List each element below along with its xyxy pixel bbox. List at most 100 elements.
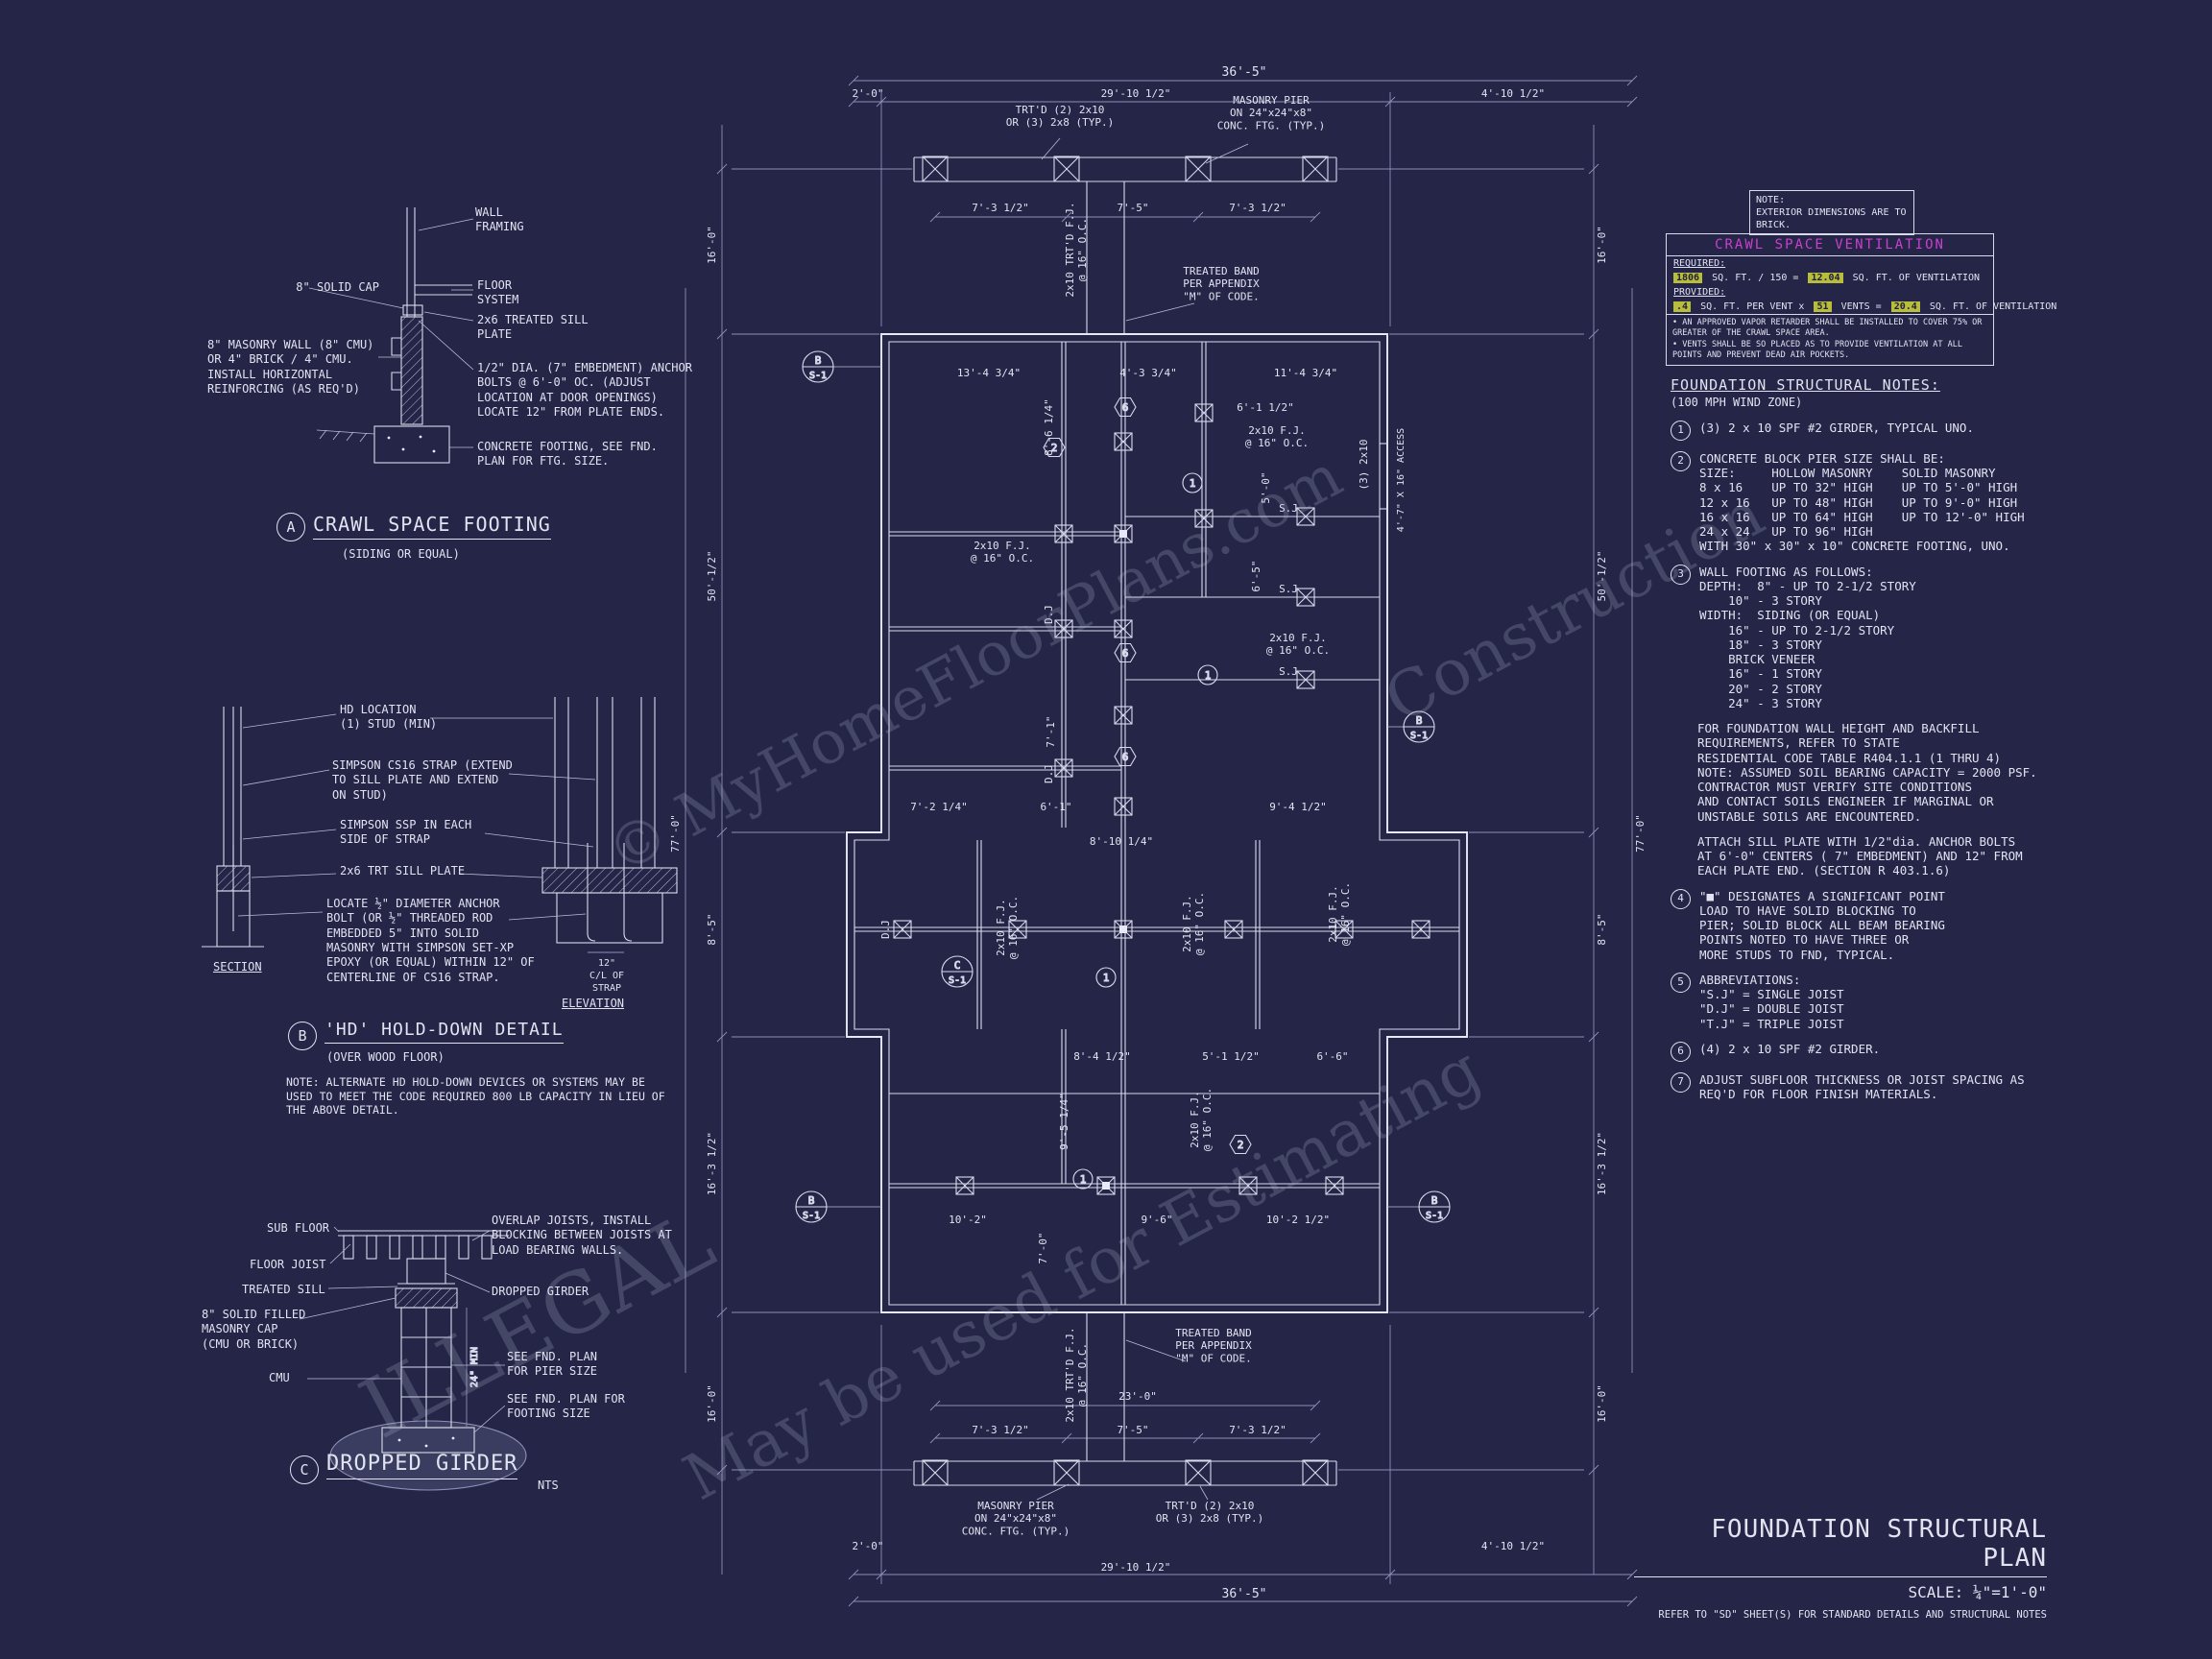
detail-c-sub-floor-label: SUB FLOOR (267, 1221, 330, 1235)
dim-label: 50'-1/2" (1596, 551, 1608, 602)
detail-b-tag: B (288, 1022, 317, 1050)
joist-label: 2x10 F.J.@ 16" O.C. (1266, 632, 1330, 657)
detail-b-ssp-label: SIMPSON SSP IN EACH SIDE OF STRAP (340, 818, 472, 847)
dim-label: 77'-0" (1634, 814, 1647, 853)
detail-a-masonry-wall-label: 8" MASONRY WALL (8" CMU) OR 4" BRICK / 4… (207, 338, 374, 397)
note-item: 3 WALL FOOTING AS FOLLOWS: DEPTH: 8" - U… (1671, 564, 2064, 711)
dim-label: 6'-5" (1250, 560, 1262, 591)
dim-label: 2'-0" (852, 1540, 883, 1552)
note-text: ABBREVIATIONS: "S.J" = SINGLE JOIST "D.J… (1699, 972, 1844, 1031)
circle-marker-label: 1 (1080, 1173, 1087, 1186)
dim-label: 16'-0" (706, 226, 718, 264)
dim-label: 10'-2" (949, 1214, 987, 1226)
note-text: ATTACH SILL PLATE WITH 1/2"dia. ANCHOR B… (1697, 833, 2023, 878)
note-item: 5 ABBREVIATIONS: "S.J" = SINGLE JOIST "D… (1671, 972, 2064, 1031)
plan-dimension-lines (685, 75, 1638, 1607)
dim-label: 36'-5" (1222, 65, 1267, 80)
detail-b-sill-label: 2x6 TRT SILL PLATE (340, 864, 466, 878)
dim-label: 13'-4 3/4" (957, 367, 1021, 379)
dim-label: 16'-0" (1596, 1384, 1608, 1423)
note-number: 7 (1671, 1071, 1691, 1093)
detail-a-solid-cap-label: 8" SOLID CAP (296, 280, 379, 294)
note-text: (3) 2 x 10 SPF #2 GIRDER, TYPICAL UNO. (1699, 420, 1974, 435)
dim-label: 9'-4 1/2" (1269, 801, 1327, 813)
circle-marker-label: 1 (1205, 669, 1212, 682)
note-text: (4) 2 x 10 SPF #2 GIRDER. (1699, 1041, 1881, 1056)
note-text: FOR FOUNDATION WALL HEIGHT AND BACKFILL … (1697, 721, 2037, 824)
girder-label: (3) 2x10 (1358, 440, 1370, 491)
dim-label: 5'-1 1/2" (1202, 1050, 1260, 1063)
detail-a-title: CRAWL SPACE FOOTING (313, 513, 551, 540)
required-formula: SQ. FT. / 150 = (1712, 273, 1799, 283)
dim-label: 6'-1" (1040, 801, 1071, 813)
detail-a-anchor-label: 1/2" DIA. (7" EMBEDMENT) ANCHOR BOLTS @ … (477, 361, 692, 420)
dim-label: 7'-2 1/4" (910, 801, 968, 813)
foundation-structural-notes: FOUNDATION STRUCTURAL NOTES: (100 MPH WI… (1671, 376, 2064, 1101)
joist-tag: S.J (1279, 583, 1298, 595)
note-number (1671, 834, 1689, 853)
dim-label: 7'-3 1/2" (972, 1424, 1029, 1436)
hex-marker-label: 6 (1122, 751, 1129, 763)
dim-label: 16'-3 1/2" (1596, 1132, 1608, 1195)
joist-label: 2x10 F.J.@ 16" O.C. (1327, 882, 1352, 946)
dim-label: 7'-5" (1117, 1424, 1148, 1436)
point-load-marker (1119, 530, 1127, 538)
dim-label: 23'-0" (1118, 1390, 1157, 1403)
access-label: 4'-7" X 16" ACCESS (1396, 428, 1407, 532)
interior-girders (854, 342, 1459, 1305)
leader-lines (827, 137, 1419, 1501)
dim-label: 7'-3 1/2" (972, 202, 1029, 214)
note-item: ATTACH SILL PLATE WITH 1/2"dia. ANCHOR B… (1671, 834, 2064, 878)
detail-b-anchor-label: LOCATE ½" DIAMETER ANCHOR BOLT (OR ½" TH… (326, 897, 535, 984)
detail-b-hd-location-label: HD LOCATION (1) STUD (MIN) (340, 703, 438, 732)
dim-label: 9'-6" (1141, 1214, 1172, 1226)
notes-title: FOUNDATION STRUCTURAL NOTES: (1671, 376, 1940, 394)
detail-a-tag: A (276, 513, 305, 541)
dim-label: 50'-1/2" (706, 551, 718, 602)
note-item: 6 (4) 2 x 10 SPF #2 GIRDER. (1671, 1041, 2064, 1062)
hex-marker-label: 6 (1122, 647, 1129, 660)
porch-bottom (913, 1312, 1337, 1486)
section-marker-label: B (1416, 714, 1423, 727)
hex-marker-label: 6 (1122, 401, 1129, 414)
sheet-scale: SCALE: ¼"=1'-0" (1908, 1583, 2048, 1601)
hex-marker-label: 2 (1238, 1139, 1244, 1151)
dim-label: 10'-2 1/2" (1266, 1214, 1330, 1226)
section-markers: B S-1 B S-1 B S-1 B S-1 C S-1 (795, 350, 1451, 1223)
provided-vent-count: 51 (1814, 301, 1832, 312)
circle-marker-label: 1 (1103, 972, 1110, 984)
dim-label: 8'-10 1/4" (1090, 835, 1153, 848)
ventilation-notes: AN APPROVED VAPOR RETARDER SHALL BE INST… (1667, 314, 1993, 365)
dim-label: 7'-1" (1045, 715, 1057, 747)
note-item: 4 "■" DESIGNATES A SIGNIFICANT POINT LOA… (1671, 888, 2064, 962)
joist-label: 2x10 TRT'D F.J.@ 16" O.C. (1064, 1327, 1089, 1422)
section-marker-sheet: S-1 (809, 371, 827, 381)
section-marker-sheet: S-1 (803, 1211, 820, 1221)
required-suffix: SQ. FT. OF VENTILATION (1852, 273, 1981, 283)
plan-labels: 36'-5" 2'-0" 29'-10 1/2" 4'-10 1/2" TRT'… (669, 65, 1647, 1601)
note-text: WALL FOOTING AS FOLLOWS: DEPTH: 8" - UP … (1699, 564, 1916, 710)
dim-label: 24" MIN (469, 1347, 480, 1387)
note-number: 4 (1671, 888, 1691, 909)
dim-label: 7'-3 1/2" (1229, 1424, 1286, 1436)
detail-c-pier-size-label: SEE FND. PLAN FOR PIER SIZE (507, 1350, 597, 1379)
detail-c-sketch: 24" MIN (299, 1226, 527, 1491)
section-marker-label: C (954, 959, 961, 972)
detail-a-wall-framing-label: WALL FRAMING (475, 205, 524, 234)
ventilation-note-2: VENTS SHALL BE SO PLACED AS TO PROVIDE V… (1672, 340, 1987, 362)
note-text: ADJUST SUBFLOOR THICKNESS OR JOIST SPACI… (1699, 1071, 2025, 1102)
dim-label: 2'-0" (852, 87, 883, 100)
joist-label: 2x10 F.J.@ 16" O.C. (1245, 424, 1309, 449)
dim-label: 4'-10 1/2" (1481, 87, 1545, 100)
detail-c-floor-joist-label: FLOOR JOIST (250, 1258, 326, 1271)
provided-per-vent-value: .4 (1673, 301, 1692, 312)
detail-a-sill-plate-label: 2x6 TREATED SILL PLATE (477, 313, 589, 342)
dim-label: 9'-5 1/4" (1058, 1093, 1070, 1150)
required-row: 1806 SQ. FT. / 150 = 12.04 SQ. FT. OF VE… (1667, 271, 1993, 285)
dim-label: 11'-4 3/4" (1274, 367, 1337, 379)
porch-top (913, 156, 1337, 334)
section-marker-sheet: S-1 (949, 975, 966, 986)
dim-label: 4'-3 3/4" (1119, 367, 1177, 379)
